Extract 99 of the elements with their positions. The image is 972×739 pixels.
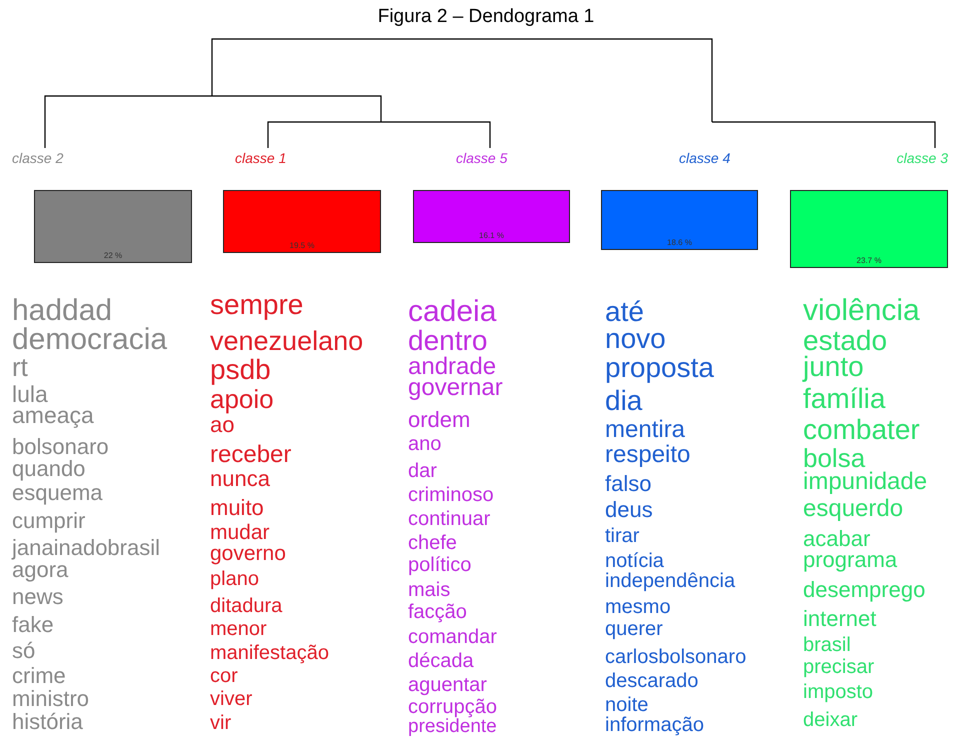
- word-label: aguentar: [408, 675, 487, 695]
- word-label: receber: [210, 442, 292, 467]
- word-label: crime: [12, 664, 66, 687]
- word-label: ordem: [408, 408, 470, 431]
- word-label: combater: [803, 416, 920, 444]
- word-label: sempre: [210, 290, 304, 319]
- word-label: falso: [605, 472, 652, 495]
- word-label: acabar: [803, 528, 870, 550]
- class-size-bar: [413, 190, 570, 243]
- word-label: programa: [803, 548, 898, 571]
- word-label: história: [12, 710, 83, 733]
- word-label: rt: [12, 354, 28, 380]
- word-label: psdb: [210, 356, 271, 384]
- word-label: tirar: [605, 526, 640, 546]
- class-label: classe 3: [896, 150, 948, 166]
- word-label: vir: [210, 713, 232, 733]
- word-label: presidente: [408, 716, 497, 736]
- word-label: janainadobrasil: [12, 536, 160, 559]
- word-label: ano: [408, 434, 442, 454]
- word-label: chefe: [408, 533, 457, 553]
- word-label: muito: [210, 496, 264, 519]
- percentage-label: 22 %: [104, 251, 122, 260]
- word-label: só: [12, 640, 36, 662]
- word-label: imposto: [803, 682, 874, 702]
- word-label: violência: [803, 296, 920, 326]
- class-size-bar: [34, 190, 192, 263]
- word-label: ministro: [12, 688, 90, 710]
- word-label: mais: [408, 580, 450, 600]
- word-label: democracia: [12, 324, 168, 354]
- word-label: menor: [210, 619, 267, 639]
- word-label: deixar: [803, 710, 858, 730]
- word-label: news: [12, 586, 64, 608]
- word-label: junto: [803, 352, 864, 381]
- word-label: notícia: [605, 551, 664, 571]
- class-size-bar: [790, 190, 948, 268]
- class-label: classe 4: [679, 150, 730, 166]
- word-label: independência: [605, 571, 736, 591]
- word-label: dar: [408, 461, 437, 481]
- class-size-bar: [601, 190, 758, 250]
- word-label: respeito: [605, 442, 690, 467]
- word-label: haddad: [12, 296, 112, 326]
- word-label: político: [408, 555, 472, 575]
- class-size-bar: [223, 190, 381, 253]
- word-label: ameaça: [12, 404, 94, 428]
- word-label: viver: [210, 689, 252, 709]
- word-label: precisar: [803, 657, 874, 677]
- class-label: classe 1: [235, 150, 286, 166]
- word-label: manifestação: [210, 643, 329, 663]
- figure-title: Figura 2 – Dendograma 1: [376, 6, 596, 28]
- word-label: descarado: [605, 671, 698, 691]
- word-label: plano: [210, 569, 259, 589]
- percentage-label: 16.1 %: [479, 231, 504, 240]
- percentage-label: 23.7 %: [856, 256, 882, 265]
- word-label: noite: [605, 695, 648, 715]
- class-label: classe 2: [12, 150, 64, 166]
- word-label: internet: [803, 608, 876, 630]
- class-label: classe 5: [456, 150, 508, 166]
- word-label: bolsa: [803, 444, 866, 471]
- word-label: esquerdo: [803, 496, 904, 521]
- word-label: estado: [803, 326, 888, 355]
- word-label: novo: [605, 324, 666, 353]
- word-label: ao: [210, 414, 234, 436]
- word-label: família: [803, 384, 886, 413]
- word-label: lula: [12, 383, 48, 406]
- word-label: mudar: [210, 522, 270, 544]
- word-label: dia: [605, 386, 642, 415]
- word-label: dentro: [408, 326, 488, 355]
- word-label: querer: [605, 619, 663, 639]
- word-label: corrupção: [408, 697, 497, 717]
- word-label: mentira: [605, 418, 686, 442]
- word-label: deus: [605, 498, 653, 521]
- percentage-label: 18.6 %: [667, 238, 692, 247]
- word-label: carlosbolsonaro: [605, 647, 746, 667]
- word-label: mesmo: [605, 597, 671, 617]
- word-label: cor: [210, 666, 238, 686]
- word-label: proposta: [605, 354, 714, 382]
- word-label: cadeia: [408, 296, 496, 326]
- word-label: brasil: [803, 635, 851, 655]
- word-label: facção: [408, 602, 467, 622]
- word-label: cumprir: [12, 510, 86, 532]
- word-label: criminoso: [408, 485, 494, 505]
- word-label: apoio: [210, 386, 274, 412]
- word-label: nunca: [210, 468, 270, 490]
- word-label: continuar: [408, 509, 490, 529]
- word-label: impunidade: [803, 470, 928, 494]
- word-label: desemprego: [803, 578, 926, 601]
- word-label: ditadura: [210, 596, 282, 616]
- word-label: quando: [12, 458, 86, 480]
- word-label: governo: [210, 543, 286, 564]
- word-label: até: [605, 298, 644, 326]
- word-label: agora: [12, 558, 68, 581]
- word-label: informação: [605, 715, 704, 735]
- word-label: década: [408, 651, 474, 671]
- word-label: comandar: [408, 627, 497, 647]
- word-label: esquema: [12, 482, 103, 504]
- word-label: bolsonaro: [12, 436, 109, 458]
- word-label: venezuelano: [210, 328, 364, 356]
- percentage-label: 19.5 %: [290, 241, 314, 250]
- word-label: fake: [12, 614, 54, 636]
